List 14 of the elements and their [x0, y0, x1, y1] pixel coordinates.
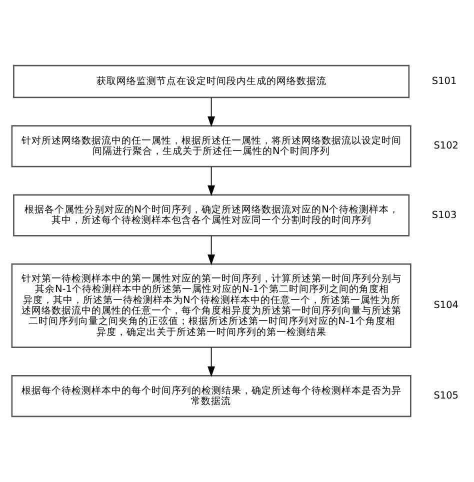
node-label: S102 — [434, 140, 458, 152]
node-box: 针对所述网络数据流中的任一属性，根据所述任一属性，将所述网络数据流以设定时间间隔进行聚合，生成关于所述任一属性的N个时间序列 — [11, 125, 412, 168]
node-box: 针对第一待检测样本中的第一属性对应的第一时间序列，计算所述第一时间序列分别与其余N-1个待检测样本中的所述第一属性对应的N-1个第二时间序列之间的角度相异度，其中，所述第一待检测样本为N个待检测样本中的任意一个，所述第一属性为所述网络数据流中的属性的任意一个，每个角度相异度为所述第一时间序列向量与所述第二时间序列向量之间夹角的正弦值；根据所述所述第一时间序列对应的N-1个角度相异度，确定出关于所述第一时间序列的第一检测结果 — [11, 263, 412, 348]
node-label: S101 — [432, 76, 457, 87]
arrow — [208, 97, 216, 128]
arrow — [208, 166, 216, 196]
node-label: S104 — [434, 300, 458, 312]
node-label: S105 — [434, 390, 458, 402]
node-box: 获取网络监测节点在设定时间段内生成的网络数据流 — [13, 64, 410, 98]
node-box: 根据各个属性分别对应的N个时间序列，确定所述网络数据流对应的N个待检测样本，其中，所述每个待检测样本包含各个属性对应同一个分割时段的时间序列 — [13, 194, 410, 236]
arrow — [208, 235, 216, 266]
node-label: S103 — [432, 210, 457, 221]
arrow — [208, 347, 216, 377]
node-box: 根据每个待检测样本中的每个时间序列的检测结果，确定所述每个待检测样本是否为异常数据流 — [11, 375, 412, 418]
